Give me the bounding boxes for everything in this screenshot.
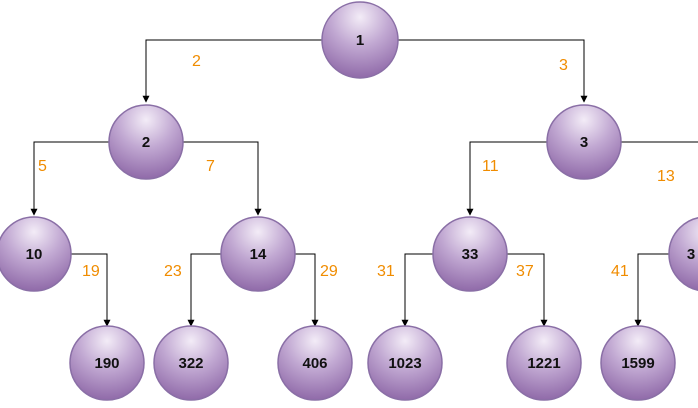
node-1023: 1023 bbox=[367, 325, 443, 401]
edge-2-14 bbox=[183, 141, 262, 216]
node-label-10: 10 bbox=[26, 246, 43, 263]
node-1221: 1221 bbox=[506, 325, 582, 401]
node-2: 2 bbox=[108, 104, 184, 180]
edge-label-10-190: 19 bbox=[82, 263, 100, 280]
node-label-1599: 1599 bbox=[621, 355, 654, 372]
node-3x: 3 bbox=[668, 217, 698, 291]
edge-label-2-10: 5 bbox=[38, 158, 47, 175]
edge-label-2-14: 7 bbox=[206, 158, 215, 175]
node-1: 1 bbox=[321, 1, 399, 79]
edge-label-3-right: 13 bbox=[657, 168, 675, 185]
node-label-33: 33 bbox=[462, 246, 479, 263]
edge-14-406 bbox=[295, 253, 319, 327]
edge-label-3x-1599: 41 bbox=[611, 263, 629, 280]
edge-14-322 bbox=[187, 253, 221, 327]
node-label-14: 14 bbox=[250, 246, 267, 263]
node-14: 14 bbox=[220, 216, 296, 292]
node-406: 406 bbox=[277, 325, 353, 401]
edge-1-3 bbox=[398, 39, 588, 103]
edge-label-1-2: 2 bbox=[192, 53, 201, 70]
edge-label-14-322: 23 bbox=[164, 263, 182, 280]
node-label-3: 3 bbox=[580, 134, 588, 151]
node-label-190: 190 bbox=[94, 355, 119, 372]
node-1599: 1599 bbox=[600, 325, 676, 401]
node-322: 322 bbox=[153, 325, 229, 401]
edge-10-190 bbox=[71, 253, 111, 327]
edge-label-3-33: 11 bbox=[482, 158, 499, 175]
node-label-322: 322 bbox=[178, 355, 203, 372]
node-label-406: 406 bbox=[302, 355, 327, 372]
edge-labels: 2 3 5 7 11 13 19 23 29 31 37 41 bbox=[38, 53, 675, 280]
node-label-1221: 1221 bbox=[527, 355, 560, 372]
edge-33-1221 bbox=[507, 253, 548, 327]
edge-label-14-406: 29 bbox=[320, 263, 338, 280]
node-label-1: 1 bbox=[356, 32, 364, 49]
edge-label-33-1023: 31 bbox=[377, 263, 395, 280]
edges bbox=[30, 39, 698, 327]
edge-label-1-3: 3 bbox=[559, 57, 568, 74]
edge-2-10 bbox=[30, 141, 109, 216]
node-33: 33 bbox=[432, 216, 508, 292]
edge-1-2 bbox=[142, 39, 322, 103]
edge-3-33 bbox=[466, 141, 547, 216]
node-190: 190 bbox=[69, 325, 145, 401]
node-label-1023: 1023 bbox=[388, 355, 421, 372]
node-label-3x: 3 bbox=[687, 246, 695, 263]
node-label-2: 2 bbox=[142, 134, 150, 151]
node-10: 10 bbox=[0, 216, 72, 292]
edge-3x-1599 bbox=[634, 253, 670, 327]
edge-33-1023 bbox=[401, 253, 433, 327]
node-3: 3 bbox=[546, 104, 622, 180]
edge-label-33-1221: 37 bbox=[516, 263, 534, 280]
